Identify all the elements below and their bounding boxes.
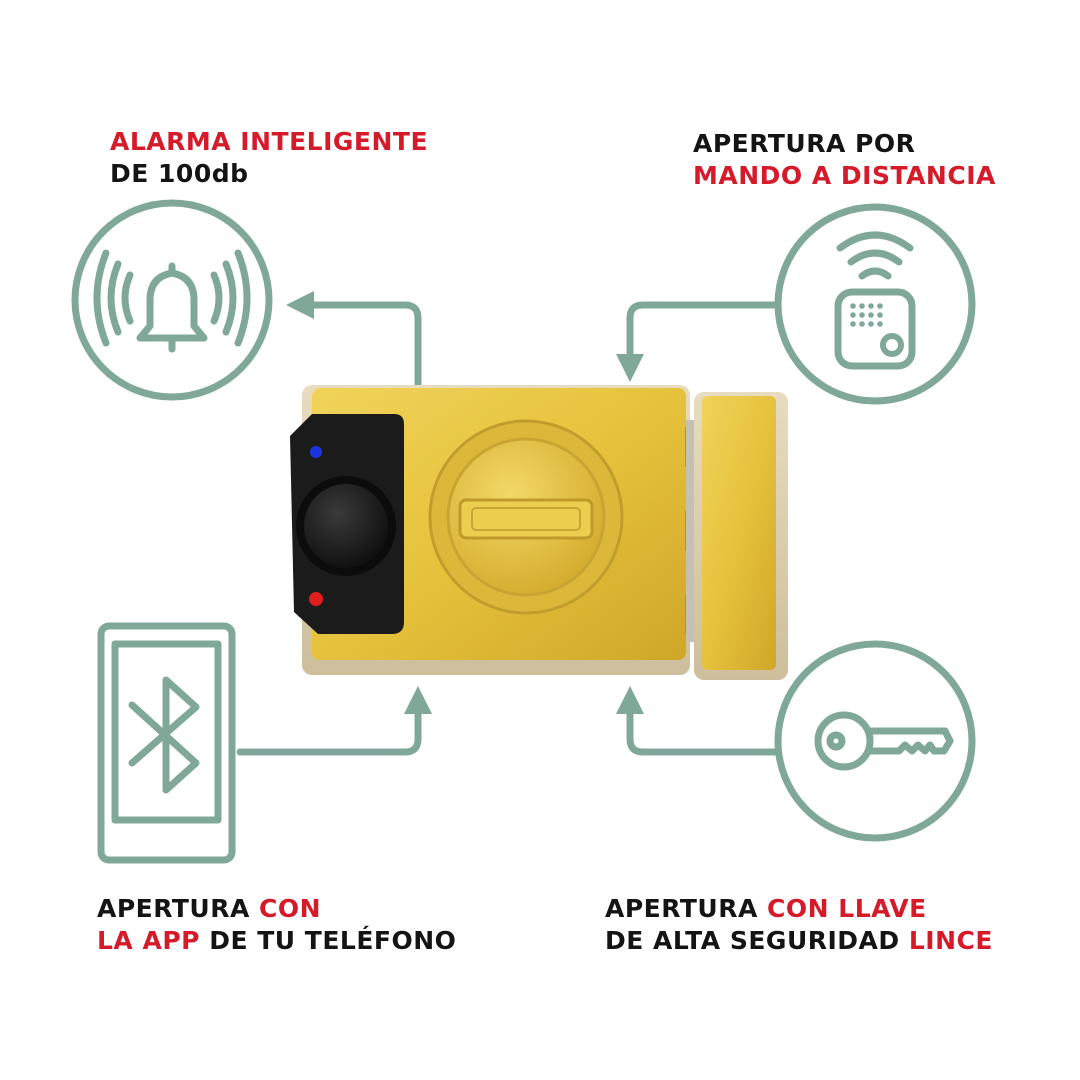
- remote-caption-line1: APERTURA POR: [693, 129, 916, 158]
- remote-caption-line2: MANDO A DISTANCIA: [693, 161, 996, 190]
- key-caption-line2: DE ALTA SEGURIDAD LINCE: [605, 926, 993, 955]
- smartphone-bluetooth-icon: [97, 622, 236, 864]
- app-caption: APERTURA CON LA APP DE TU TELÉFONO: [97, 893, 456, 957]
- alarm-caption: ALARMA INTELIGENTE DE 100db: [110, 126, 428, 190]
- arrow-to-alarm: [286, 291, 422, 389]
- app-caption-line2: LA APP DE TU TELÉFONO: [97, 926, 457, 955]
- alarm-caption-line1: ALARMA INTELIGENTE: [110, 127, 429, 156]
- remote-control-icon: [774, 203, 976, 405]
- remote-caption: APERTURA POR MANDO A DISTANCIA: [693, 128, 996, 192]
- key-caption-line1: APERTURA CON LLAVE: [605, 894, 927, 923]
- alarm-caption-line2: DE 100db: [110, 159, 249, 188]
- key-icon: [774, 640, 976, 842]
- bell-sound-icon: [71, 199, 273, 401]
- key-caption: APERTURA CON LLAVE DE ALTA SEGURIDAD LIN…: [605, 893, 993, 957]
- arrow-from-app: [236, 686, 432, 756]
- app-caption-line1: APERTURA CON: [97, 894, 322, 923]
- lock-product-image: [290, 385, 788, 680]
- arrow-from-key: [616, 686, 780, 756]
- arrow-from-remote: [616, 301, 782, 382]
